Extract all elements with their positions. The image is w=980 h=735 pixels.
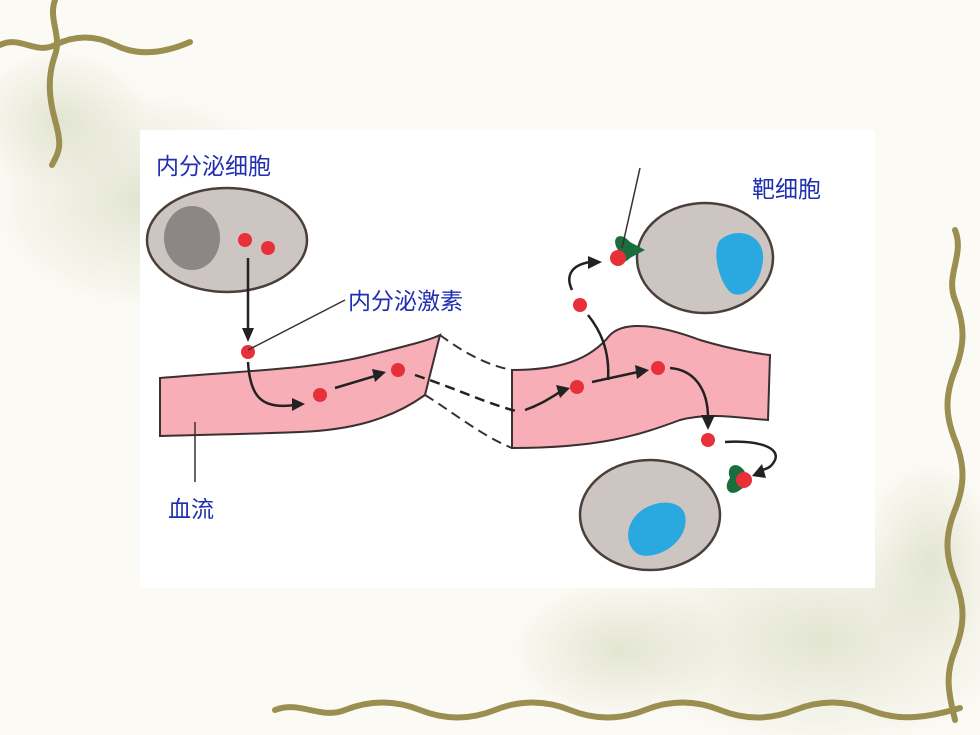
vessel-segment-right — [511, 324, 772, 450]
endocrine-cell — [145, 186, 309, 294]
arrow-to-bottom-cell — [724, 440, 777, 474]
arrowhead — [292, 398, 305, 411]
target-cell-top — [610, 167, 775, 315]
vessel-segment-left — [159, 333, 442, 438]
arrow-enter-vessel — [246, 361, 296, 408]
hormone-dot — [610, 250, 626, 266]
hormone-dot — [391, 363, 405, 377]
arrowhead — [556, 385, 570, 398]
arrow-down-branch — [669, 366, 710, 419]
target-nucleus — [716, 232, 764, 295]
arrowhead — [242, 328, 254, 342]
hormone-dot — [573, 298, 587, 312]
blood-vessel — [159, 324, 772, 450]
vine-border-icon — [0, 0, 966, 723]
arrowhead — [752, 464, 766, 478]
arrow-flow-1 — [334, 374, 376, 390]
hormone-dot — [570, 380, 584, 394]
target-cell-bottom — [578, 458, 752, 572]
arrowhead — [635, 365, 649, 379]
hormone-dot — [736, 472, 752, 488]
vessel-dashed-lower — [424, 394, 513, 449]
hormone-dot — [261, 241, 275, 255]
arrow-to-top-cell — [568, 260, 591, 291]
arrowhead — [701, 415, 715, 430]
pointer-line — [621, 167, 641, 249]
label-endocrine-cell: 内分泌细胞 — [156, 154, 271, 180]
diagram-panel — [140, 130, 875, 588]
hormone-dot — [238, 233, 252, 247]
arrow-flow-dashed — [414, 373, 521, 414]
arrowhead — [372, 369, 386, 382]
arrow-flow-2 — [524, 390, 561, 412]
endocrine-nucleus — [164, 206, 220, 270]
flow-arrows — [242, 256, 777, 478]
vessel-dashed-upper — [439, 334, 513, 371]
arrow-up-branch — [587, 314, 610, 381]
label-blood-flow: 血流 — [168, 497, 214, 523]
hormone-dot — [651, 361, 665, 375]
label-target-cell: 靶细胞 — [752, 177, 821, 203]
hormone-pointer-line — [247, 299, 346, 351]
target-nucleus — [628, 502, 686, 556]
hormone-dot — [701, 433, 715, 447]
hormone-dot — [313, 388, 327, 402]
label-hormone: 内分泌激素 — [348, 289, 463, 315]
arrow-flow-3 — [591, 370, 639, 384]
arrowhead — [588, 256, 602, 269]
